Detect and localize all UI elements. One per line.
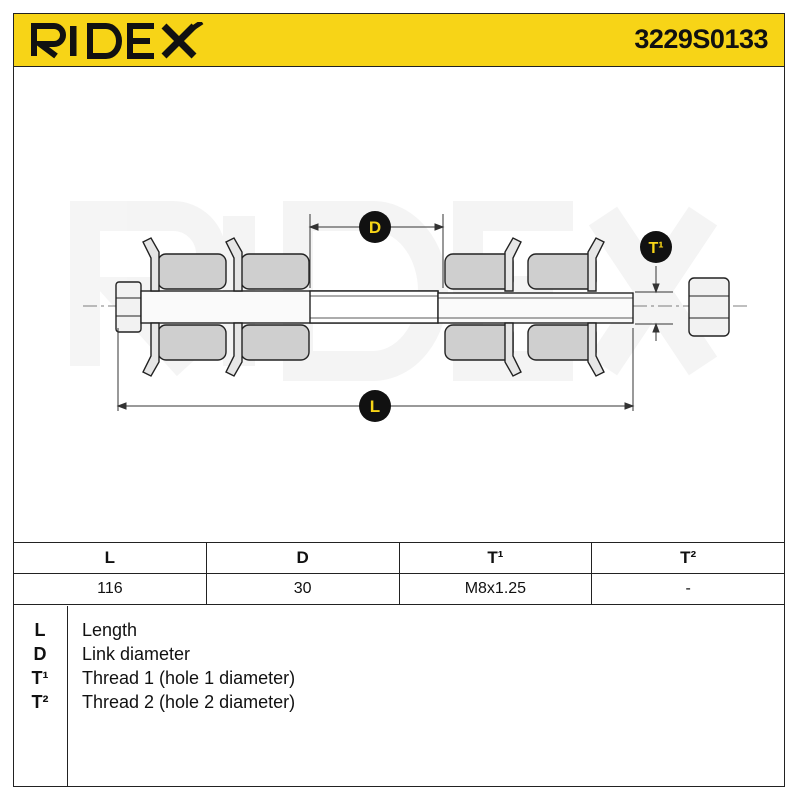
legend-key: T¹ <box>31 668 49 688</box>
value-d: 30 <box>205 573 400 605</box>
value-t2: - <box>591 573 785 605</box>
badge-d: D <box>359 211 391 243</box>
legend-desc: Link diameter <box>82 644 191 664</box>
badge-t1: T¹ <box>640 231 672 263</box>
col-header-t2: T² <box>591 542 785 574</box>
header-bar: 3229S0133 <box>13 13 785 67</box>
badge-l: L <box>359 390 391 422</box>
cup-washers <box>142 237 605 377</box>
legend-desc: Thread 2 (hole 2 diameter) <box>82 692 296 712</box>
specs-header-row: L D T¹ T² <box>13 542 785 574</box>
legend-key: L <box>34 620 46 640</box>
hex-nut <box>688 277 730 337</box>
col-header-d: D <box>205 542 400 574</box>
bolt-head <box>115 281 142 333</box>
bushing-right-inner <box>444 253 514 361</box>
value-t1: M8x1.25 <box>398 573 593 605</box>
legend-divider <box>67 606 68 787</box>
legend-row-l: L Length <box>13 618 785 642</box>
dimension-t1 <box>635 266 673 341</box>
specs-table: L D T¹ T² 116 30 M8x1.25 - <box>13 542 785 605</box>
legend-row-d: D Link diameter <box>13 642 785 666</box>
value-l: 116 <box>13 573 207 605</box>
legend-row-t1: T¹ Thread 1 (hole 1 diameter) <box>13 666 785 690</box>
threaded-end <box>437 292 634 324</box>
badge-d-label: D <box>369 218 381 237</box>
ridex-logo <box>31 22 204 59</box>
legend: L Length D Link diameter T¹ Thread 1 (ho… <box>13 606 785 787</box>
badge-l-label: L <box>370 397 380 416</box>
legend-row-t2: T² Thread 2 (hole 2 diameter) <box>13 690 785 714</box>
bushing-left-outer <box>157 253 227 361</box>
dimension-d <box>308 214 445 288</box>
part-number: 3229S0133 <box>634 24 768 54</box>
specs-value-row: 116 30 M8x1.25 - <box>13 573 785 605</box>
legend-desc: Thread 1 (hole 1 diameter) <box>82 668 296 688</box>
col-header-t1: T¹ <box>398 542 593 574</box>
bushing-left-inner <box>240 253 310 361</box>
bushing-right-outer <box>527 253 597 361</box>
legend-key: T² <box>31 692 49 712</box>
legend-key: D <box>33 644 47 664</box>
col-header-l: L <box>13 542 207 574</box>
badge-t1-label: T¹ <box>648 240 663 257</box>
legend-desc: Length <box>82 620 138 640</box>
technical-drawing: D L T¹ <box>70 201 748 422</box>
